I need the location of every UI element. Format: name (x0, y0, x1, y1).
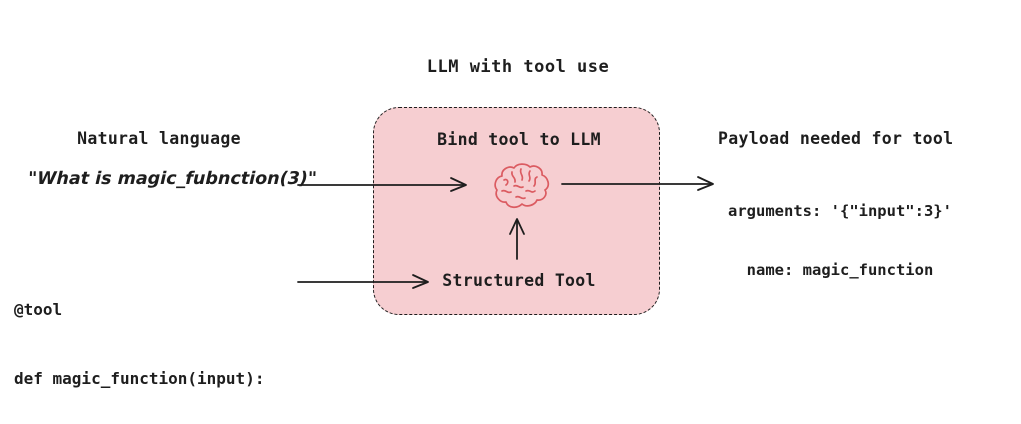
natural-language-label: Natural language (77, 129, 241, 148)
tool-code-block: @tool def magic_function(input): return … (14, 252, 264, 424)
payload-block: arguments: '{"input":3}' name: magic_fun… (728, 163, 952, 319)
bind-tool-label: Bind tool to LLM (437, 130, 601, 149)
natural-language-query: "What is magic_fubnction(3)" (27, 169, 318, 189)
brain-icon (494, 163, 550, 208)
payload-line: arguments: '{"input":3}' (728, 202, 952, 220)
diagram-title: LLM with tool use (426, 57, 610, 77)
payload-line: name: magic_function (728, 260, 934, 279)
code-line: @tool (14, 300, 63, 319)
code-line: def magic_function(input): (14, 369, 265, 388)
payload-label: Payload needed for tool (718, 129, 954, 148)
structured-tool-label: Structured Tool (442, 271, 596, 290)
